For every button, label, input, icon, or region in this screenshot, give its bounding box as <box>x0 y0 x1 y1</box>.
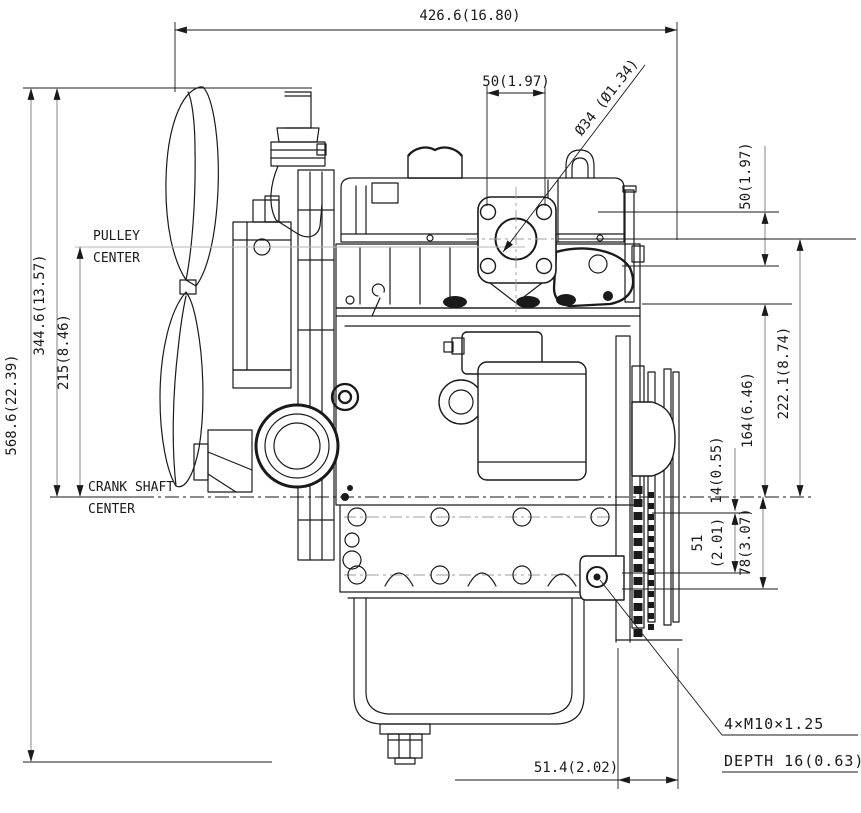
dim-flange-center-to-crank: 222.1(8.74) <box>558 238 856 497</box>
note-tapped-holes-line2: DEPTH 16(0.63) <box>724 752 861 770</box>
note-tapped-holes-line1: 4×M10×1.25 <box>724 715 824 733</box>
note-tapped-holes: 4×M10×1.25 DEPTH 16(0.63) <box>599 579 861 773</box>
front-column <box>297 169 335 561</box>
dim-flange-bolt-pitch-v-label: 50(1.97) <box>738 142 754 209</box>
starter-motor <box>438 331 587 481</box>
crankcase-flange <box>339 504 617 599</box>
dimensions: 426.6(16.80) 50(1.97) Ø34 (Ø1.34) 50(1.9… <box>4 8 861 789</box>
dim-flange-bolt-pitch-v: 50(1.97) <box>598 142 779 267</box>
dim-hole-spacing-in-label: (2.01) <box>710 518 726 569</box>
flywheel-pulley <box>615 335 683 643</box>
engine-outline <box>159 86 683 765</box>
dim-rear-face-offset-label: 51.4(2.02) <box>534 760 618 776</box>
dim-flange-center-to-crank-label: 222.1(8.74) <box>776 327 792 420</box>
pulley-center-label-line1: PULLEY <box>93 229 140 244</box>
dim-top-to-crank: 344.6(13.57) <box>32 88 61 497</box>
crank-pulley <box>254 403 340 489</box>
dim-overall-height-label: 568.6(22.39) <box>4 354 20 455</box>
dim-overall-height: 568.6(22.39) <box>4 87 312 763</box>
dim-crank-to-first-hole-label: 14(0.55) <box>709 436 725 503</box>
dim-pulley-to-crank-label: 215(8.46) <box>56 314 72 390</box>
crank-center-label-line1: CRANK SHAFT <box>88 480 174 495</box>
dim-rear-face-offset: 51.4(2.02) <box>455 648 679 789</box>
crank-center-label-line2: CENTER <box>88 502 135 517</box>
front-mount-bracket <box>193 429 253 493</box>
rear-mount-bracket <box>579 555 625 601</box>
dim-mount-face-to-crank-label: 164(6.46) <box>740 372 756 448</box>
oil-pan <box>353 597 585 725</box>
dim-mount-face-to-crank: 164(6.46) <box>642 303 792 497</box>
dim-flange-bolt-pitch-h: 50(1.97) <box>482 74 550 206</box>
exhaust-manifold <box>443 247 635 308</box>
dim-flange-bolt-pitch-h-label: 50(1.97) <box>482 74 549 90</box>
dim-overall-width-label: 426.6(16.80) <box>419 8 520 24</box>
oil-filter-knob <box>330 382 360 501</box>
front-bracket <box>232 199 292 389</box>
exhaust-outlet-flange <box>466 187 566 312</box>
heat-shield-rod <box>622 185 645 303</box>
dim-flange-bore-label: Ø34 (Ø1.34) <box>572 56 642 139</box>
dim-hole-spacing: 51 (2.01) <box>622 513 750 574</box>
pulley-center-label-line2: CENTER <box>93 251 140 266</box>
dim-crank-to-flange-bottom: 78(3.07) <box>622 497 778 590</box>
oil-drain-plug <box>379 723 431 765</box>
oil-filler-cap <box>407 146 463 179</box>
dim-top-to-crank-label: 344.6(13.57) <box>32 254 48 355</box>
centerline-labels: PULLEY CENTER CRANK SHAFT CENTER <box>88 229 174 517</box>
air-inlet-stack <box>264 91 327 238</box>
dim-hole-spacing-mm-label: 51 <box>690 535 706 552</box>
dim-crank-to-flange-bottom-label: 78(3.07) <box>738 508 754 575</box>
centerlines <box>50 246 812 498</box>
dim-overall-width: 426.6(16.80) <box>174 8 678 240</box>
dim-pulley-to-crank: 215(8.46) <box>56 246 84 497</box>
cooling-fan <box>159 86 219 488</box>
